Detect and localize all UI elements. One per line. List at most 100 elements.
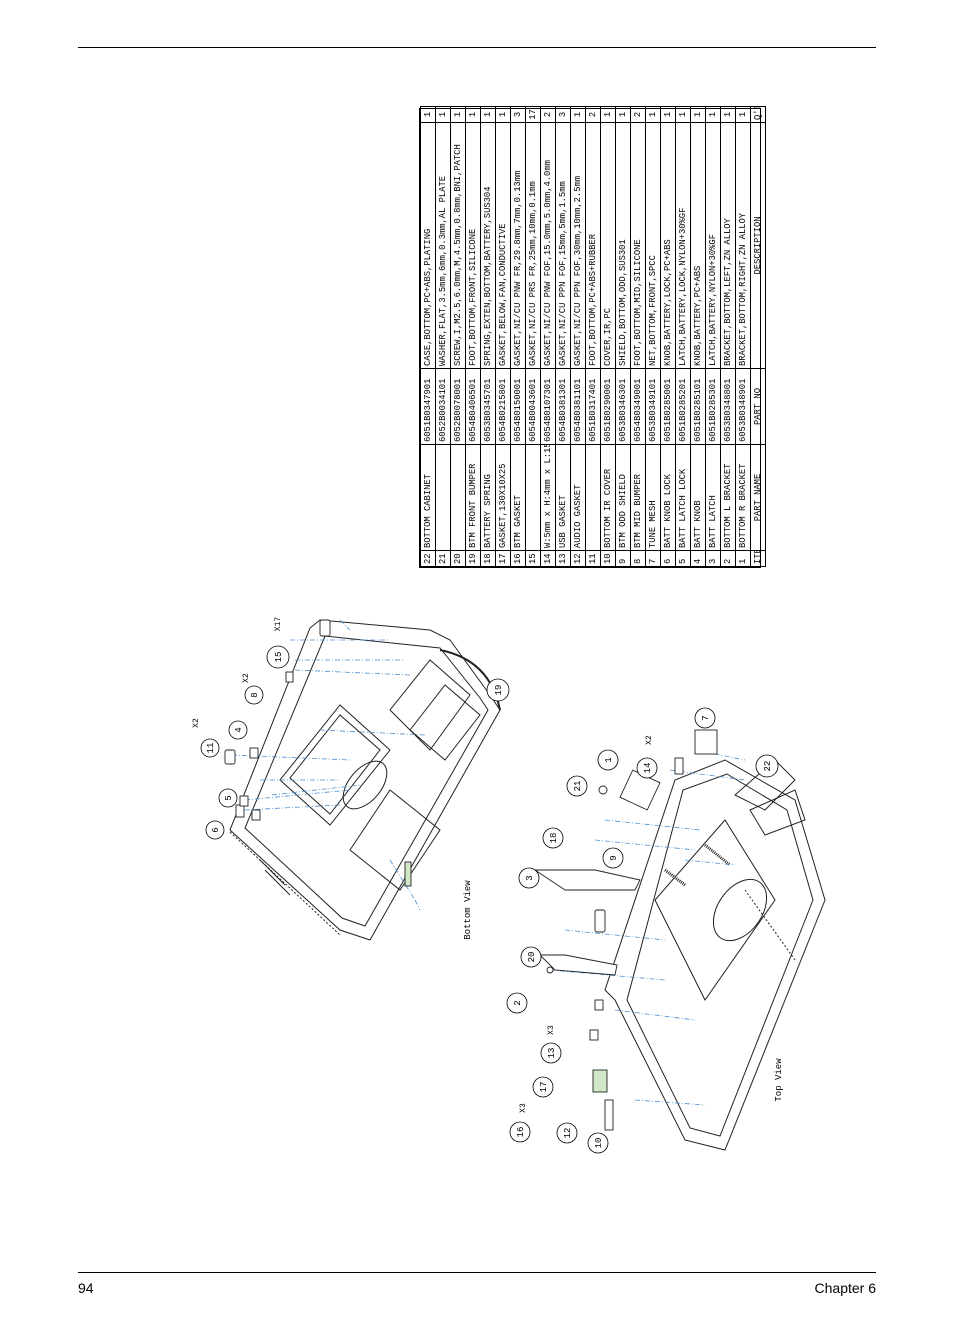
callout-18: 18 <box>542 827 564 849</box>
bottom-chassis-outline <box>229 619 501 941</box>
bom-cell-part-name: BATT LATCH LOCK <box>675 444 691 551</box>
bom-cell-qty: 1 <box>720 106 736 123</box>
bom-cell-part-no: 6053B0346301 <box>615 368 631 445</box>
bom-cell-part-name: BTM ODD SHIELD <box>615 444 631 551</box>
svg-text:3: 3 <box>525 875 535 880</box>
svg-text:11: 11 <box>206 743 216 754</box>
bom-cell-item: 13 <box>555 550 571 567</box>
bom-cell-description: BRACKET,BOTTOM,RIGHT,ZN ALLOY <box>735 122 751 369</box>
bom-cell-part-no: 6051B0347901 <box>420 368 436 445</box>
callout-21: 21 <box>566 775 588 797</box>
bom-cell-qty: 17 <box>525 106 541 123</box>
bom-cell-part-no: 6054B0406501 <box>465 368 481 445</box>
bom-cell-part-name: BTM MID BUMPER <box>630 444 646 551</box>
callout-11: 11 <box>200 738 220 758</box>
bom-cell-qty: 3 <box>510 106 526 123</box>
bottom-view-drawing: 11 X2 4 8 X2 15 X17 5 6 19 Bottom View <box>192 617 510 941</box>
bom-cell-part-no: 6054B0215801 <box>495 368 511 445</box>
callout-13: 13 <box>540 1042 562 1064</box>
bom-cell-description: FOOT,BOTTOM,FRONT,SILICONE <box>465 122 481 369</box>
bom-cell-part-no: 6054B0381101 <box>570 368 586 445</box>
chapter-label: Chapter 6 <box>814 1280 876 1296</box>
qty-label-13: X3 <box>547 1025 556 1035</box>
callout-20: 20 <box>520 946 542 968</box>
bom-cell-description: SPRING,EXTEN,BOTTOM,BATTERY,SUS304 <box>480 122 496 369</box>
bom-cell-qty: 1 <box>600 106 616 123</box>
callout-14: 14 <box>636 757 658 779</box>
bom-header-qty: Q'TY <box>750 106 766 123</box>
bom-cell-part-name: BOTTOM L BRACKET <box>720 444 736 551</box>
svg-text:8: 8 <box>250 692 260 697</box>
bom-cell-part-no: 6054B0150001 <box>510 368 526 445</box>
header-rule <box>78 47 876 48</box>
bom-cell-qty: 1 <box>495 106 511 123</box>
bom-cell-qty: 1 <box>735 106 751 123</box>
svg-text:13: 13 <box>547 1048 557 1059</box>
bom-cell-qty: 1 <box>465 106 481 123</box>
bom-cell-description: KNOB,BATTERY,LOCK,PC+ABS <box>660 122 676 369</box>
bom-cell-qty: 1 <box>480 106 496 123</box>
callout-5: 5 <box>218 788 238 808</box>
bom-cell-item: 20 <box>450 550 466 567</box>
bom-cell-item: 17 <box>495 550 511 567</box>
bom-cell-qty: 1 <box>435 106 451 123</box>
callout-1: 1 <box>597 749 619 771</box>
qty-label-16: X3 <box>519 1103 528 1113</box>
bom-cell-part-no: 6052B0078001 <box>450 368 466 445</box>
bom-cell-part-no: 6053B0349101 <box>645 368 661 445</box>
callout-19: 19 <box>486 678 510 702</box>
svg-text:9: 9 <box>609 855 619 860</box>
part-3-latch <box>533 869 641 891</box>
bom-cell-item: 12 <box>570 550 586 567</box>
bom-cell-part-no: 6053B0348801 <box>720 368 736 445</box>
bom-cell-item: 18 <box>480 550 496 567</box>
bom-cell-description: GASKET,NI/CU PNW FOF,15.0mm,5.0mm,4.0mm <box>540 122 556 369</box>
svg-text:6: 6 <box>211 827 221 832</box>
bom-cell-qty: 3 <box>555 106 571 123</box>
bom-cell-part-name: BATT KNOB LOCK <box>660 444 676 551</box>
bom-header-part-no: PART NO <box>750 368 766 445</box>
top-view-drawing: 20 2 3 18 9 21 1 14 X2 7 22 13 X3 17 16 … <box>506 707 826 1154</box>
bom-cell-qty: 1 <box>420 106 436 123</box>
bom-cell-item: 21 <box>435 550 451 567</box>
bom-cell-description: SHIELD,BOTTOM,ODD,SUS301 <box>615 122 631 369</box>
svg-text:5: 5 <box>224 795 234 800</box>
bom-cell-part-name: BATTERY SPRING <box>480 444 496 551</box>
part-11 <box>224 749 236 765</box>
bom-cell-description: GASKET,BELOW,FAN,CONDUCTIVE <box>495 122 511 369</box>
bom-cell-part-no: 6051B0290001 <box>600 368 616 445</box>
bom-cell-part-name <box>525 444 541 551</box>
bom-cell-part-no: 6053B0345701 <box>480 368 496 445</box>
bom-cell-qty: 1 <box>450 106 466 123</box>
bom-cell-part-name: BOTTOM R BRACKET <box>735 444 751 551</box>
bom-cell-item: 15 <box>525 550 541 567</box>
callout-9: 9 <box>602 847 624 869</box>
bom-cell-qty: 2 <box>585 106 601 123</box>
bom-cell-part-name: BATT KNOB <box>690 444 706 551</box>
bom-cell-description: LATCH,BATTERY,NYLON+30%GF <box>705 122 721 369</box>
bom-cell-description: GASKET,NI/CU PPN FOF,15mm,5mm,1.5mm <box>555 122 571 369</box>
bom-cell-part-no: 6052B0034101 <box>435 368 451 445</box>
bom-cell-qty: 2 <box>630 106 646 123</box>
bom-cell-item: 5 <box>675 550 691 567</box>
bom-cell-part-name: W:5mm x H:4mm x L:15mm <box>540 444 556 551</box>
bom-cell-part-name: GASKET,130X10X25 <box>495 444 511 551</box>
callout-8: 8 <box>244 685 264 705</box>
svg-text:21: 21 <box>573 781 583 792</box>
svg-text:22: 22 <box>763 761 773 772</box>
bom-cell-part-no: 6051B0285201 <box>675 368 691 445</box>
bom-cell-item: 9 <box>615 550 631 567</box>
bom-header-part-name: PART NAME <box>750 444 766 551</box>
